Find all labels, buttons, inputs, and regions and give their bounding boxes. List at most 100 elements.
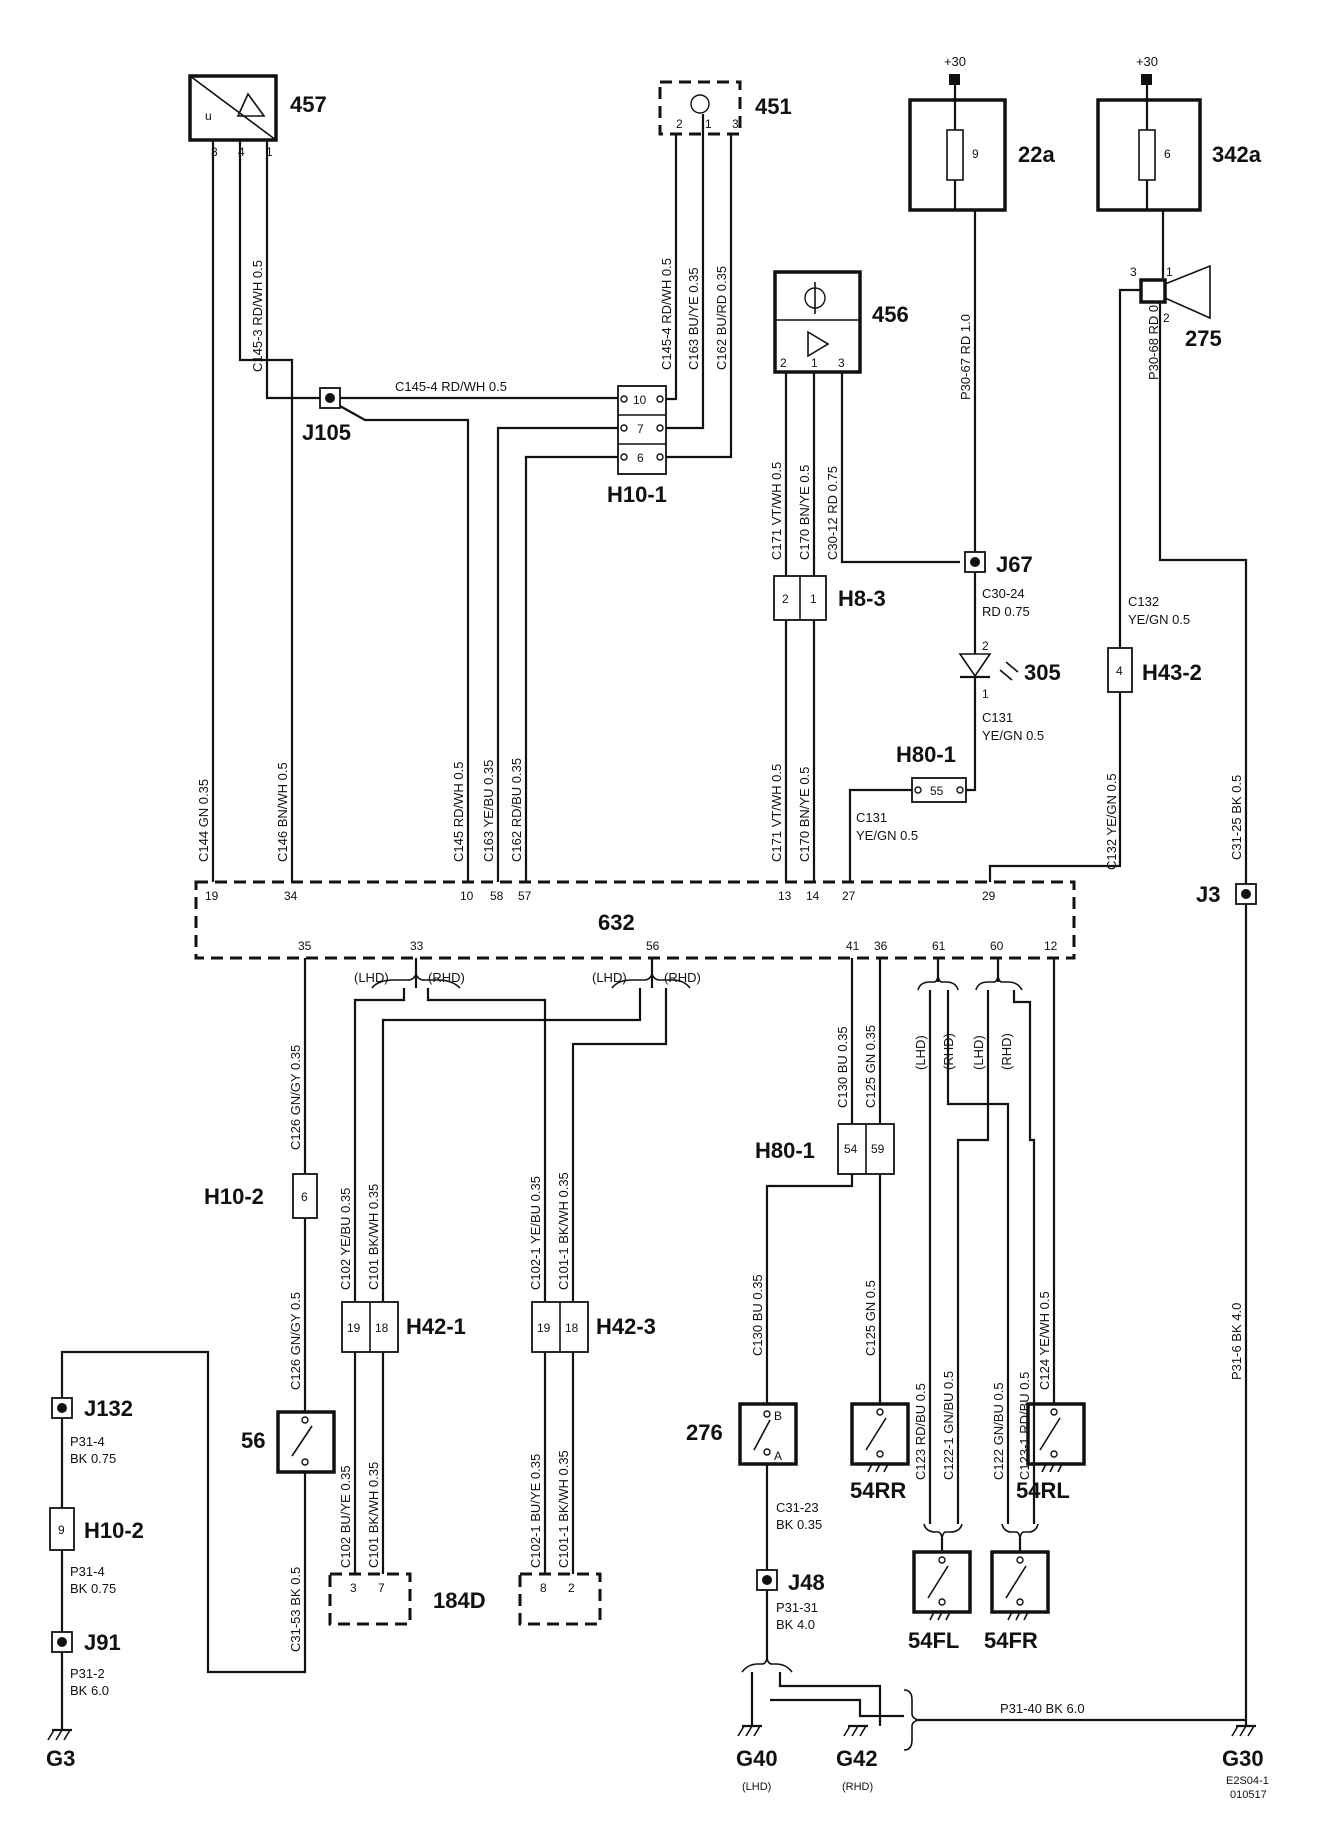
pin-h10-1-10: 10 xyxy=(633,393,647,407)
pin-632-57: 57 xyxy=(518,889,532,903)
ground-g40: G40 (LHD) xyxy=(736,1724,778,1793)
label-p30-67: P30-67 RD 1.0 xyxy=(958,314,973,400)
label-54rr: 54RR xyxy=(850,1478,906,1503)
pin-275-2: 2 xyxy=(1163,311,1170,325)
label-rhd-2: (RHD) xyxy=(664,970,701,985)
label-p31-2-1: P31-2 xyxy=(70,1666,105,1681)
ground-g30: G30 E2S04-1 010517 xyxy=(1222,1724,1269,1801)
label-c145-4-v: C145-4 RD/WH 0.5 xyxy=(659,258,674,370)
pin-632-29: 29 xyxy=(982,889,996,903)
pin-276-b: B xyxy=(774,1409,782,1423)
label-c122-1: C122-1 GN/BU 0.5 xyxy=(941,1371,956,1480)
label-rhd-4: (RHD) xyxy=(999,1033,1014,1070)
label-54fl: 54FL xyxy=(908,1628,959,1653)
plus30-b: +30 xyxy=(1136,54,1158,69)
label-c31-25: C31-25 BK 0.5 xyxy=(1229,775,1244,860)
label-276: 276 xyxy=(686,1420,723,1445)
component-457: u 457 3 4 1 xyxy=(188,74,327,159)
note-g42: (RHD) xyxy=(842,1781,873,1793)
label-lhd-3: (LHD) xyxy=(913,1035,928,1070)
horn-275: 3 1 2 275 xyxy=(1130,264,1222,351)
label-56: 56 xyxy=(241,1428,265,1453)
label-c102-b: C102 BU/YE 0.35 xyxy=(338,1465,353,1568)
connector-h80-1-bottom: 54 59 H80-1 xyxy=(755,1123,895,1175)
pin-632-27: 27 xyxy=(842,889,856,903)
label-457: 457 xyxy=(290,92,327,117)
label-456: 456 xyxy=(872,302,909,327)
pin-456-3: 3 xyxy=(838,356,845,370)
pin-184d-8: 8 xyxy=(540,1581,547,1595)
wire-c145 xyxy=(339,405,470,882)
pin-456-2: 2 xyxy=(780,356,787,370)
pin-h8-3-2: 2 xyxy=(782,592,789,606)
label-54rl: 54RL xyxy=(1016,1478,1070,1503)
pin-457-4: 4 xyxy=(238,145,245,159)
label-c145: C145 RD/WH 0.5 xyxy=(451,762,466,862)
label-c163-v: C163 BU/YE 0.35 xyxy=(686,267,701,370)
label-c171-b: C171 VT/WH 0.5 xyxy=(769,764,784,862)
label-g40: G40 xyxy=(736,1746,778,1771)
pin-632-34: 34 xyxy=(284,889,298,903)
connector-h10-2-b: 9 H10-2 xyxy=(49,1507,144,1551)
label-c101-b: C101 BK/WH 0.35 xyxy=(366,1462,381,1568)
label-c101-a: C101 BK/WH 0.35 xyxy=(366,1184,381,1290)
switch-54fr: 54FR xyxy=(984,1550,1050,1653)
pin-632-56: 56 xyxy=(646,939,660,953)
label-h80-1-bottom: H80-1 xyxy=(755,1138,815,1163)
pin-275-1: 1 xyxy=(1166,265,1173,279)
label-c146: C146 BN/WH 0.5 xyxy=(275,762,290,862)
pin-305-1: 1 xyxy=(982,687,989,701)
component-342a: +30 6 342a xyxy=(1096,54,1262,212)
component-22a: +30 9 22a xyxy=(908,54,1055,212)
pin-632-58: 58 xyxy=(490,889,504,903)
fuse-342a-num: 6 xyxy=(1164,147,1171,161)
label-j132: J132 xyxy=(84,1396,133,1421)
label-c126-b: C126 GN/GY 0.5 xyxy=(288,1292,303,1390)
pin-h8-3-1: 1 xyxy=(810,592,817,606)
label-p31-4-b2: BK 0.75 xyxy=(70,1581,116,1596)
label-c145-3: C145-3 RD/WH 0.5 xyxy=(250,260,265,372)
label-c145-4-h: C145-4 RD/WH 0.5 xyxy=(395,379,507,394)
label-c30-24-a: C30-24 xyxy=(982,586,1025,601)
label-c31-53: C31-53 BK 0.5 xyxy=(288,1567,303,1652)
wire-c162 xyxy=(524,455,618,882)
label-lhd-2: (LHD) xyxy=(592,970,627,985)
pin-h10-1-7: 7 xyxy=(637,422,644,436)
label-p30-68: P30-68 RD 0.75 xyxy=(1146,287,1161,380)
label-54fr: 54FR xyxy=(984,1628,1038,1653)
pin-632-35: 35 xyxy=(298,939,312,953)
label-c162: C162 RD/BU 0.35 xyxy=(509,758,524,862)
ref-code-1: E2S04-1 xyxy=(1226,1775,1269,1787)
label-c102-a: C102 YE/BU 0.35 xyxy=(338,1188,353,1290)
pin-457-1: 1 xyxy=(266,145,273,159)
label-c132-b: YE/GN 0.5 xyxy=(1128,612,1190,627)
label-c163: C163 YE/BU 0.35 xyxy=(481,760,496,862)
connector-184d: 3 7 8 2 184D xyxy=(328,1572,602,1626)
label-c130-a: C130 BU 0.35 xyxy=(835,1026,850,1108)
label-p31-6: P31-6 BK 4.0 xyxy=(1229,1303,1244,1380)
connector-h42-3: 19 18 H42-3 xyxy=(531,1301,656,1353)
label-p31-4-b1: P31-4 xyxy=(70,1564,105,1579)
pin-632-10: 10 xyxy=(460,889,474,903)
label-h10-2-a: H10-2 xyxy=(204,1184,264,1209)
pin-632-13: 13 xyxy=(778,889,792,903)
label-lhd-4: (LHD) xyxy=(971,1035,986,1070)
label-rhd-1: (RHD) xyxy=(428,970,465,985)
label-j91: J91 xyxy=(84,1630,121,1655)
label-c144: C144 GN 0.35 xyxy=(196,779,211,862)
module-632: 632 19 34 10 58 57 13 14 27 29 35 33 56 … xyxy=(194,880,1076,960)
pin-632-19: 19 xyxy=(205,889,219,903)
label-c31-23-2: BK 0.35 xyxy=(776,1517,822,1532)
pin-h80-1-59: 59 xyxy=(871,1142,885,1156)
pin-h10-2-9: 9 xyxy=(58,1523,65,1537)
pin-h42-3-19: 19 xyxy=(537,1321,551,1335)
connector-h42-1: 19 18 H42-1 xyxy=(341,1301,466,1353)
wire-c102-1 xyxy=(426,988,547,1302)
label-c131-d: YE/GN 0.5 xyxy=(856,828,918,843)
label-p31-4-a1: P31-4 xyxy=(70,1434,105,1449)
label-p31-2-2: BK 6.0 xyxy=(70,1683,109,1698)
label-h10-1: H10-1 xyxy=(607,482,667,507)
pin-h80-1-55: 55 xyxy=(930,784,944,798)
label-c123-1: C123-1 RD/BU 0.5 xyxy=(1017,1372,1032,1480)
